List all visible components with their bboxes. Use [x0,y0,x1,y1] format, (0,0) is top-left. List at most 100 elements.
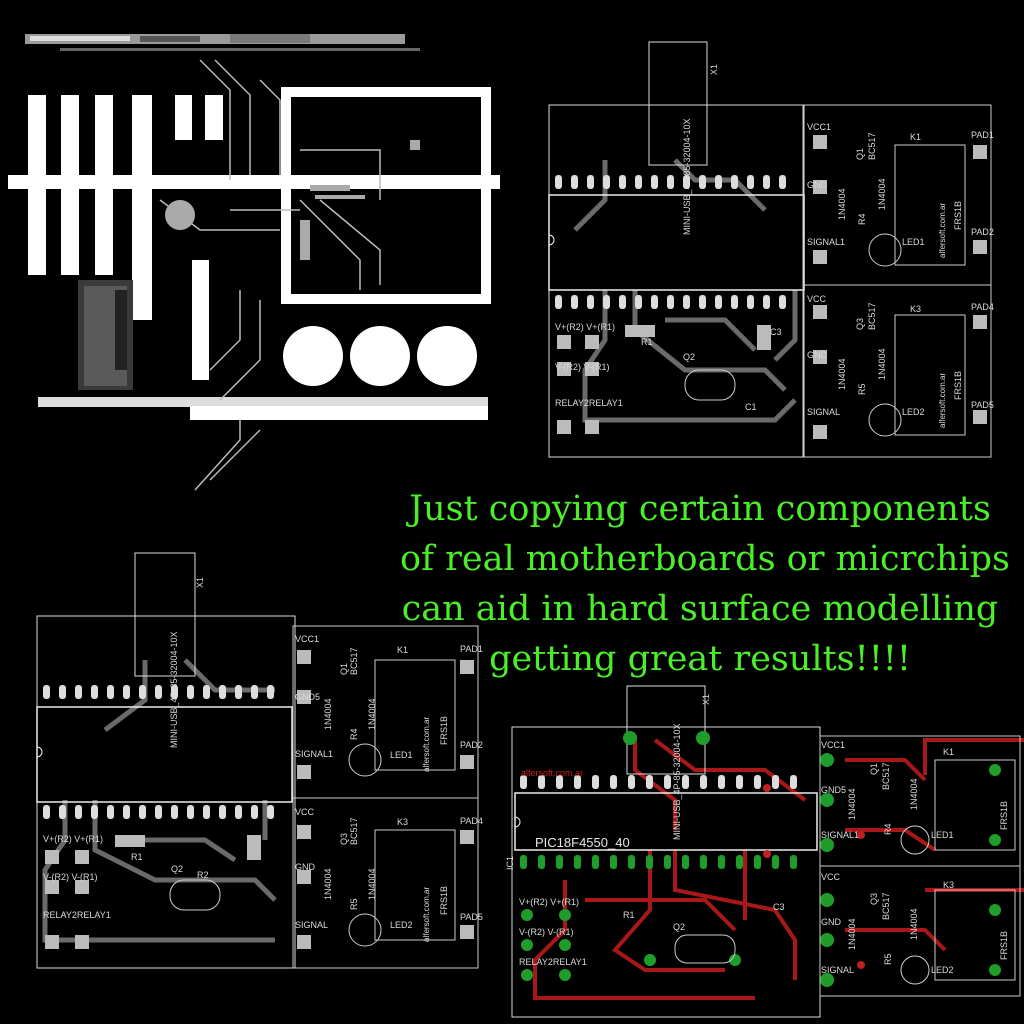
label-vminus: V-(R2) V-(R1) [43,872,98,882]
ic-pin-row [555,175,786,309]
label-1n4004: 1N4004 [847,788,857,820]
label-vplus: V+(R2) V+(R1) [555,322,615,332]
label-r1: R1 [623,910,635,920]
label-connector-ref: X1 [709,64,719,75]
label-r1: R1 [131,852,143,862]
label-pad2: PAD2 [460,740,483,750]
label-pad4: PAD4 [971,302,994,312]
label-vcc: VCC [821,872,841,882]
label-frs1b: FRS1B [999,931,1009,960]
label-ic-ref: IC1 [505,856,515,870]
label-gnd: GND [807,180,828,190]
label-ic-part: PIC18F4550_40 [535,835,630,850]
label-frs1b: FRS1B [999,801,1009,830]
label-vcc1: VCC1 [807,122,831,132]
label-k1: K1 [943,747,954,757]
label-relay: RELAY2RELAY1 [555,398,623,408]
label-q2: Q2 [673,922,685,932]
label-1n4004: 1N4004 [837,188,847,220]
label-q3: Q3 [869,893,879,905]
label-vcc: VCC [295,807,315,817]
label-led1: LED1 [931,830,954,840]
label-connector-ref: X1 [701,694,711,705]
label-1n4004: 1N4004 [847,918,857,950]
label-bc517: BC517 [349,647,359,675]
caption-line-4: getting great results!!!! [489,639,911,679]
caption-line-1: Just copying certain components [409,489,991,529]
label-pad5: PAD5 [971,400,994,410]
label-1n4004: 1N4004 [323,868,333,900]
label-signal: SIGNAL [807,407,840,417]
label-c1: C1 [745,402,757,412]
label-led2: LED2 [931,965,954,975]
label-led2: LED2 [902,407,925,417]
label-pad5: PAD5 [460,912,483,922]
label-q2: Q2 [683,352,695,362]
pcb-board-bottom-left: VCC1 GND5 SIGNAL1 VCC GND SIGNAL PAD1 PA… [36,552,483,969]
label-bc517: BC517 [881,892,891,920]
label-pad1: PAD1 [460,644,483,654]
label-signal1: SIGNAL1 [821,830,859,840]
pcb-board-top-right: VCC1 GND SIGNAL1 VCC GND SIGNAL PAD1 PAD… [548,41,994,458]
label-vcc1: VCC1 [821,740,845,750]
label-signal1: SIGNAL1 [295,749,333,759]
label-pad4: PAD4 [460,816,483,826]
label-led1: LED1 [390,750,413,760]
label-connector-part: MINI-USB_4P-85-32004-10X [672,723,682,840]
label-pad1: PAD1 [971,130,994,140]
label-gnd5: GND5 [295,692,320,702]
label-vcc1: VCC1 [295,634,319,644]
label-vplus: V+(R2) V+(R1) [43,834,103,844]
label-bc517: BC517 [867,132,877,160]
label-q3: Q3 [339,833,349,845]
caption-text: Just copying certain components of real … [400,484,1011,684]
label-1n4004: 1N4004 [323,698,333,730]
label-q1: Q1 [339,663,349,675]
label-watermark: alfersoft.com.ar [521,768,583,778]
label-r5: R5 [857,383,867,395]
caption-line-2: of real motherboards or micrchips [400,539,1011,579]
label-watermark: alfersoft.com.ar [938,373,947,428]
label-gnd: GND [295,862,316,872]
label-relay: RELAY2RELAY1 [519,957,587,967]
label-1n4004: 1N4004 [877,348,887,380]
label-frs1b: FRS1B [439,886,449,915]
label-c3: C3 [773,902,785,912]
label-connector-part: MINI-USB_4P-85-32004-10X [169,631,179,748]
label-q1: Q1 [869,763,879,775]
label-watermark: alfersoft.com.ar [422,717,431,772]
label-r4: R4 [857,213,867,225]
label-gnd: GND [821,917,842,927]
label-k3: K3 [397,817,408,827]
label-bc517: BC517 [881,762,891,790]
label-relay: RELAY2RELAY1 [43,910,111,920]
label-led1: LED1 [902,237,925,247]
label-r4: R4 [349,728,359,740]
label-q3: Q3 [855,318,865,330]
label-connector-ref: X1 [195,577,205,588]
label-1n4004: 1N4004 [367,698,377,730]
label-vminus: V-(R2) V-(R1) [519,927,574,937]
label-bc517: BC517 [349,817,359,845]
label-1n4004: 1N4004 [877,178,887,210]
label-r5: R5 [883,953,893,965]
label-r2: R2 [197,870,209,880]
label-vcc: VCC [807,294,827,304]
label-frs1b: FRS1B [439,716,449,745]
abstract-circuit-art [8,34,500,491]
label-watermark: alfersoft.com.ar [938,203,947,258]
label-q2: Q2 [171,864,183,874]
label-led2: LED2 [390,920,413,930]
label-k3: K3 [943,880,954,890]
label-r4: R4 [883,823,893,835]
label-c3: C3 [770,327,782,337]
label-1n4004: 1N4004 [367,868,377,900]
label-watermark: alfersoft.com.ar [422,887,431,942]
label-1n4004: 1N4004 [837,358,847,390]
label-vplus: V+(R2) V+(R1) [519,897,579,907]
caption-line-3: can aid in hard surface modelling [401,589,999,629]
label-r5: R5 [349,898,359,910]
pcb-board-bottom-right: alfersoft.com.ar PIC18F4550_40 IC1 MINI-… [505,685,1024,1018]
label-pad2: PAD2 [971,227,994,237]
ic-pin-row [43,685,274,819]
